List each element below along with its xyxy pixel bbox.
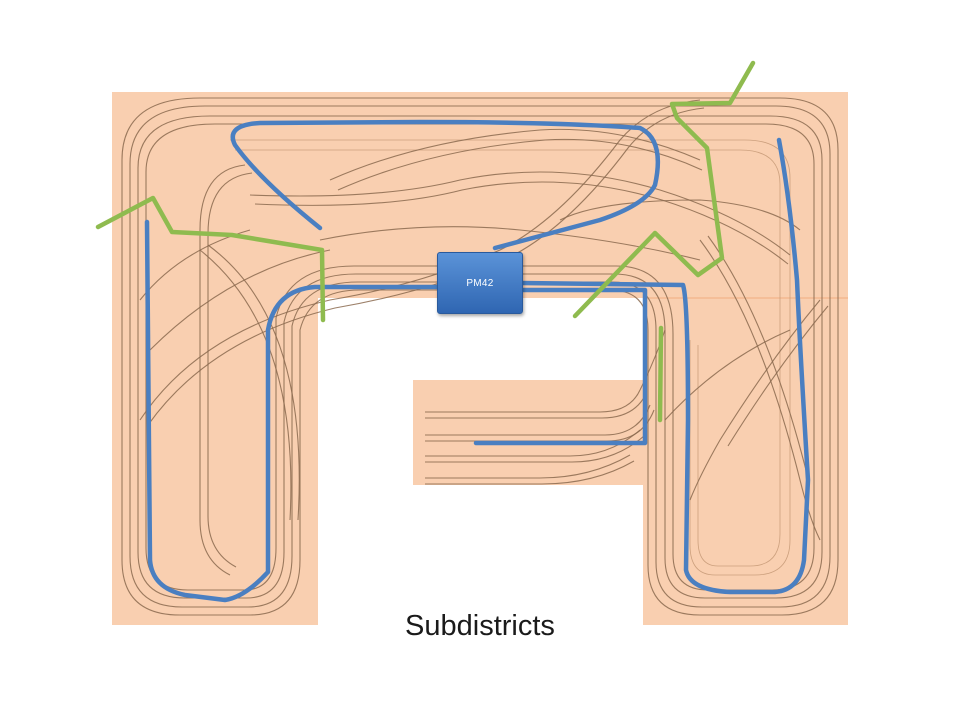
- boundary-line-top-right: [572, 60, 756, 319]
- boundary-line-left: [95, 195, 326, 323]
- subdistrict-line-upper: [230, 119, 661, 251]
- pm42-label: PM42: [466, 277, 494, 289]
- yard-baseboard: [413, 380, 643, 485]
- boundary-line-yard: [657, 325, 664, 423]
- subdistrict-lines: [144, 119, 811, 603]
- subdistrict-line-right-loop: [518, 137, 811, 595]
- subdistrict-line-left-loop: [144, 219, 440, 603]
- pm42-control-box: PM42: [437, 252, 523, 314]
- caption: Subdistricts: [405, 610, 555, 642]
- subdistrict-line-yard: [473, 287, 648, 446]
- boundary-lines: [95, 60, 756, 423]
